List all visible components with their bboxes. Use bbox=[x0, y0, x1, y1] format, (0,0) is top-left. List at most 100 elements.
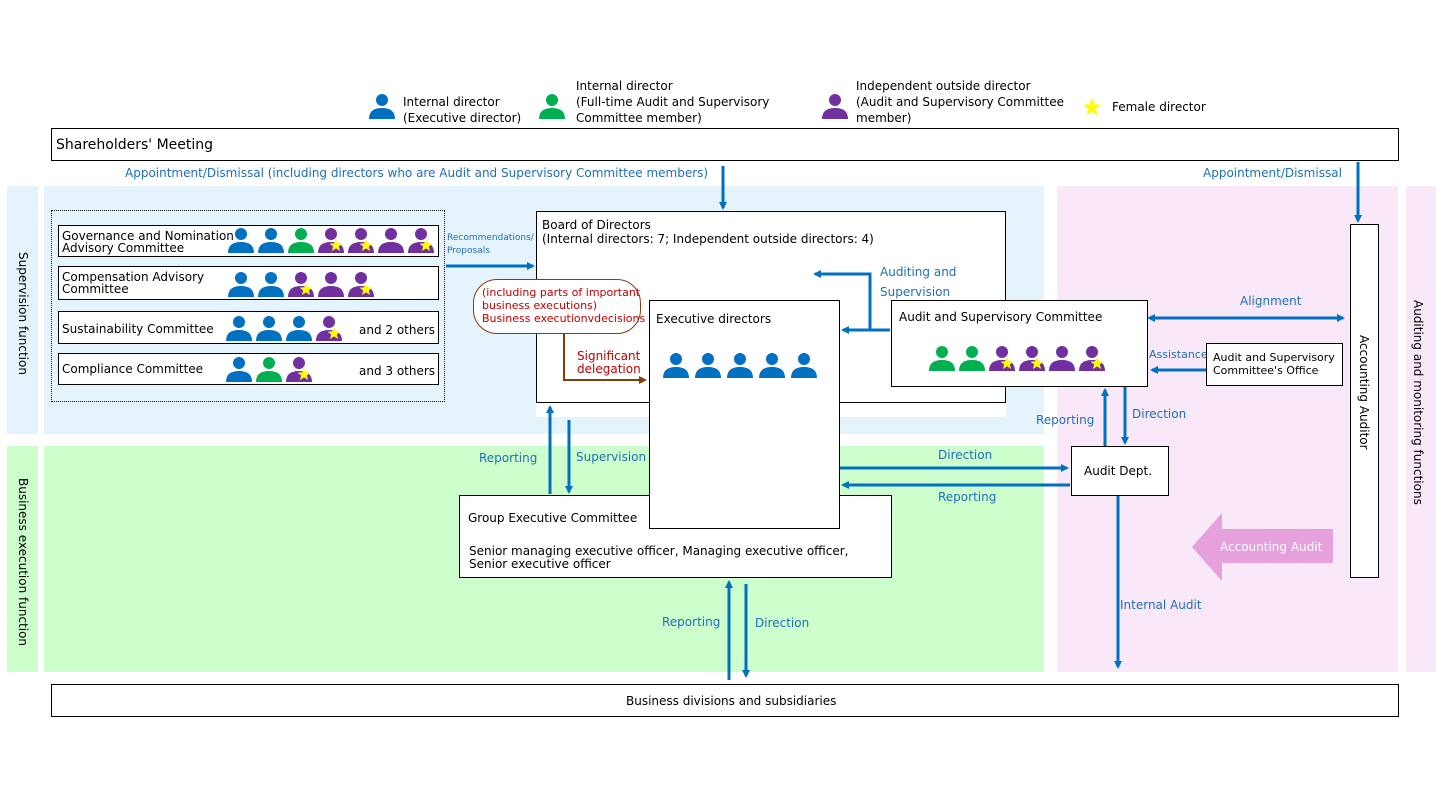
business-execution-decisions-bubble: (including parts of important business e… bbox=[473, 279, 645, 334]
business-divisions-label: Business divisions and subsidiaries bbox=[626, 694, 837, 708]
board-title: Board of Directors bbox=[542, 218, 651, 232]
advisory-committees-group bbox=[51, 210, 445, 402]
alignment-label: Alignment bbox=[1240, 294, 1302, 308]
legend-label-internal-audit: Internal director (Full-time Audit and S… bbox=[576, 79, 770, 125]
execution-function-label: Business execution function bbox=[16, 478, 30, 647]
supervision-label-board-to-group: Supervision bbox=[576, 450, 647, 464]
audit-supervisory-committee[interactable]: Audit and Supervisory Committee bbox=[891, 300, 1148, 387]
accounting-auditor-label: Accounting Auditor bbox=[1357, 335, 1371, 450]
legend-star-icon bbox=[1083, 98, 1101, 116]
person-purple-icon bbox=[347, 226, 375, 254]
committee-members bbox=[227, 270, 377, 298]
person-green-icon bbox=[958, 344, 986, 372]
person-purple-icon bbox=[317, 270, 345, 298]
direction-label-committee-to-audit: Direction bbox=[1132, 407, 1187, 421]
audit-committee-office[interactable]: Audit and Supervisory Committee's Office bbox=[1206, 343, 1343, 386]
person-blue-icon bbox=[255, 314, 283, 342]
appointment-dismissal-directors-label: Appointment/Dismissal (including directo… bbox=[125, 166, 709, 180]
person-blue-icon bbox=[227, 270, 255, 298]
legend-person-green-icon bbox=[538, 92, 568, 120]
person-blue-icon bbox=[285, 314, 313, 342]
person-blue-icon bbox=[758, 351, 788, 381]
audit-region-label-bg bbox=[1406, 186, 1436, 672]
person-blue-icon bbox=[257, 226, 285, 254]
audit-committee-members bbox=[928, 344, 1108, 372]
accounting-audit-arrow bbox=[1192, 513, 1333, 581]
committee-members bbox=[227, 226, 437, 254]
committee-name-line2: Advisory Committee bbox=[62, 241, 185, 255]
legend-label-internal-executive: Internal director (Executive director) bbox=[403, 95, 522, 125]
person-purple-icon bbox=[347, 270, 375, 298]
person-blue-icon bbox=[225, 355, 253, 383]
committee-name: Sustainability Committee bbox=[62, 322, 214, 336]
direction-label-exec-to-audit: Direction bbox=[938, 448, 993, 462]
person-purple-icon bbox=[988, 344, 1016, 372]
committee-members bbox=[225, 314, 345, 342]
supervision-function-label: Supervision function bbox=[16, 252, 30, 375]
executive-directors-members bbox=[662, 351, 822, 381]
audit-dept-label: Audit Dept. bbox=[1084, 464, 1153, 478]
reporting-label-audit-to-exec: Reporting bbox=[938, 490, 997, 504]
appointment-dismissal-auditor-label: Appointment/Dismissal bbox=[1203, 166, 1342, 180]
person-green-icon bbox=[538, 92, 566, 120]
significant-delegation-label: Significant delegation bbox=[577, 349, 641, 376]
accounting-auditor[interactable]: Accounting Auditor bbox=[1350, 224, 1379, 578]
committee-others: and 2 others bbox=[359, 323, 436, 337]
person-purple-icon bbox=[1018, 344, 1046, 372]
person-blue-icon bbox=[227, 226, 255, 254]
business-divisions-subsidiaries[interactable]: Business divisions and subsidiaries bbox=[51, 684, 1399, 717]
committee-name-line1: Compensation Advisory bbox=[62, 270, 205, 284]
audit-region bbox=[1057, 186, 1398, 672]
committee-members bbox=[225, 355, 315, 383]
shareholders-meeting-label: Shareholders' Meeting bbox=[56, 137, 214, 153]
person-blue-icon bbox=[694, 351, 724, 381]
person-green-icon bbox=[255, 355, 283, 383]
accounting-audit-label: Accounting Audit bbox=[1220, 540, 1323, 554]
board-composition: (Internal directors: 7; Independent outs… bbox=[542, 232, 874, 246]
group-exec-desc-line2: Senior executive officer bbox=[469, 557, 611, 571]
person-green-icon bbox=[287, 226, 315, 254]
person-blue-icon bbox=[257, 270, 285, 298]
person-purple-icon bbox=[285, 355, 313, 383]
person-green-icon bbox=[928, 344, 956, 372]
reporting-label-group-to-board: Reporting bbox=[479, 451, 538, 465]
group-exec-desc-line1: Senior managing executive officer, Manag… bbox=[469, 544, 849, 558]
auditing-supervision-label: Auditing and Supervision bbox=[880, 265, 957, 299]
person-purple-icon bbox=[377, 226, 405, 254]
group-exec-title: Group Executive Committee bbox=[468, 511, 638, 525]
person-blue-icon bbox=[368, 92, 396, 120]
legend-label-independent-outside: Independent outside director (Audit and … bbox=[856, 79, 1065, 125]
person-purple-icon bbox=[407, 226, 435, 254]
person-purple-icon bbox=[1078, 344, 1106, 372]
person-purple-icon bbox=[1048, 344, 1076, 372]
legend-label-female: Female director bbox=[1112, 100, 1206, 114]
committee-name-line2: Committee bbox=[62, 282, 129, 296]
committee-governance-nomination[interactable]: Governance and Nomination Advisory Commi… bbox=[58, 225, 439, 257]
reporting-label-audit-to-committee: Reporting bbox=[1036, 413, 1095, 427]
person-purple-icon bbox=[821, 92, 849, 120]
person-purple-icon bbox=[315, 314, 343, 342]
legend-person-blue-icon bbox=[368, 92, 398, 120]
recommendations-proposals-label: Recommendations/ Proposals bbox=[447, 233, 534, 256]
committee-compliance[interactable]: Compliance Committee and 3 others bbox=[58, 353, 439, 385]
person-purple-icon bbox=[317, 226, 345, 254]
internal-audit-label: Internal Audit bbox=[1120, 598, 1202, 612]
execution-region-label-bg bbox=[7, 446, 38, 672]
person-blue-icon bbox=[790, 351, 820, 381]
person-blue-icon bbox=[662, 351, 692, 381]
reporting-label-divisions-to-group: Reporting bbox=[662, 615, 721, 629]
committee-sustainability[interactable]: Sustainability Committee and 2 others bbox=[58, 311, 439, 344]
committee-compensation-advisory[interactable]: Compensation Advisory Committee bbox=[58, 266, 439, 300]
audit-dept[interactable]: Audit Dept. bbox=[1071, 446, 1169, 496]
shareholders-meeting[interactable]: Shareholders' Meeting bbox=[51, 128, 1399, 161]
direction-label-group-to-divisions: Direction bbox=[755, 616, 810, 630]
supervision-region-label-bg bbox=[7, 186, 38, 434]
assistance-label: Assistance bbox=[1149, 348, 1208, 361]
committee-name: Compliance Committee bbox=[62, 362, 204, 376]
person-purple-icon bbox=[287, 270, 315, 298]
person-blue-icon bbox=[225, 314, 253, 342]
legend-person-purple-icon bbox=[821, 92, 851, 120]
committee-others: and 3 others bbox=[359, 364, 436, 378]
executive-directors[interactable]: Executive directors bbox=[649, 300, 840, 529]
audit-committee-title: Audit and Supervisory Committee bbox=[899, 310, 1103, 324]
